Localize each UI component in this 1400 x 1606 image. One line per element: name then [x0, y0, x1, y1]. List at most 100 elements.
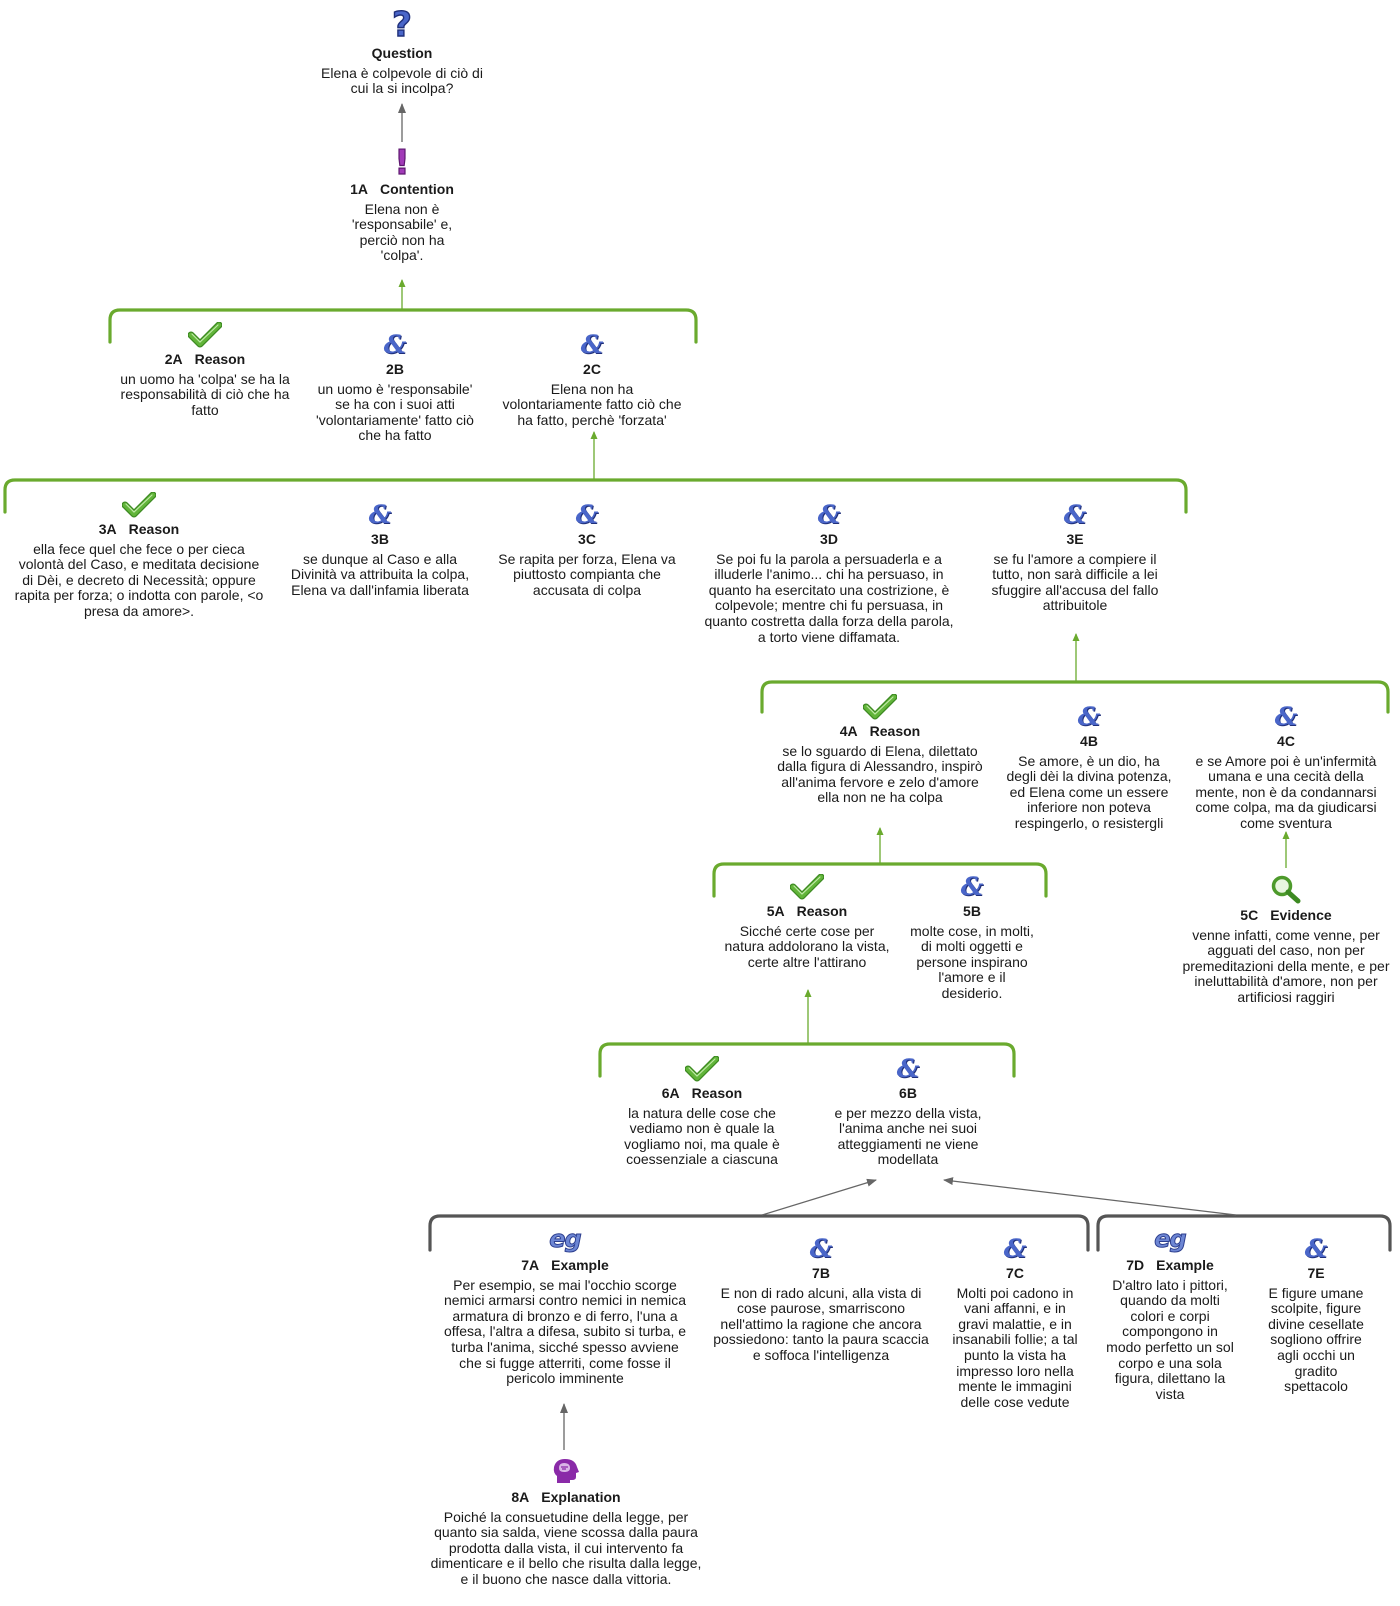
eg-icon: eg: [549, 1225, 582, 1253]
node-text: Se rapita per forza, Elena va piuttosto …: [498, 550, 676, 598]
arrow-bracket7-to-6B: [943, 1177, 1237, 1216]
ampersand-icon: &: [1003, 1234, 1027, 1263]
node-heading: 1A Contention: [342, 181, 462, 198]
node-text: Per esempio, se mai l'occhio scorge nemi…: [443, 1276, 687, 1387]
node-id: 7E: [1307, 1265, 1325, 1281]
bracket-4: [712, 862, 1048, 898]
node-id: 3C: [578, 531, 596, 547]
ampersand-icon: &: [896, 1054, 920, 1083]
node-text: Elena è colpevole di ciò di cui la si in…: [321, 64, 483, 97]
node-text: se fu l'amore a compiere il tutto, non s…: [991, 550, 1159, 614]
bracket-7: [1096, 1214, 1392, 1252]
node-id: 5C: [1240, 907, 1259, 923]
node-heading-text: Question: [371, 45, 433, 61]
node-id: 6A: [661, 1085, 680, 1101]
node-id: 3D: [820, 531, 838, 547]
ampersand-icon: &: [960, 872, 984, 901]
question-icon: ?: [388, 4, 416, 45]
node-id: 2A: [164, 351, 183, 367]
bracket-2: [3, 478, 1188, 514]
bracket-5: [598, 1042, 1016, 1078]
node-id: 5A: [766, 903, 785, 919]
exclamation-icon: !: [392, 142, 412, 183]
node-id: 4B: [1080, 733, 1098, 749]
head-icon: [551, 1456, 581, 1486]
node-kind: Reason: [128, 521, 180, 537]
node-7b: & 7B E non di rado alcuni, alla vista di c…: [708, 1236, 934, 1364]
node-heading: 3B: [287, 531, 473, 548]
node-text: Elena non è 'responsabile' e, perciò non…: [351, 200, 453, 264]
node-text: E non di rado alcuni, alla vista di cose…: [713, 1284, 929, 1363]
checkmark-icon: [789, 873, 825, 900]
node-id: 4A: [839, 723, 858, 739]
node-heading: Question: [317, 45, 487, 62]
checkmark-icon: [121, 491, 157, 518]
node-text: se lo sguardo di Elena, dilettato dalla …: [777, 742, 983, 806]
node-id: 3A: [98, 521, 117, 537]
node-id: 2C: [583, 361, 601, 377]
node-7c: & 7C Molti poi cadono in vani affanni, e i…: [948, 1236, 1082, 1410]
node-kind: Contention: [380, 181, 454, 197]
node-heading: 3A Reason: [13, 521, 265, 538]
node-6b: & 6B e per mezzo della vista, l'anima anch…: [827, 1056, 989, 1168]
svg-text:?: ?: [392, 8, 412, 42]
node-heading: 3E: [985, 531, 1165, 548]
eg-icon: eg: [1154, 1225, 1187, 1253]
bracket-6: [428, 1214, 1090, 1252]
node-id: 1A: [350, 181, 369, 197]
ampersand-icon: &: [1274, 702, 1298, 731]
node-text: Molti poi cadono in vani affanni, e in g…: [952, 1284, 1078, 1410]
node-text: Poiché la consuetudine della legge, per …: [430, 1508, 702, 1587]
node-id: 6B: [899, 1085, 917, 1101]
bracket-3: [760, 680, 1390, 714]
ampersand-icon: &: [1077, 702, 1101, 731]
node-id: 4C: [1277, 733, 1295, 749]
node-heading: 5A Reason: [722, 903, 892, 920]
node-text: la natura delle cose che vediamo non è q…: [624, 1104, 780, 1168]
node-text: e per mezzo della vista, l'anima anche n…: [834, 1104, 982, 1168]
ampersand-icon: &: [580, 330, 604, 359]
node-text: E figure umane scolpite, figure divine c…: [1268, 1284, 1364, 1395]
ampersand-icon: &: [1063, 500, 1087, 529]
ampersand-icon: &: [809, 1234, 833, 1263]
magnifier-icon: [1270, 874, 1302, 904]
node-text: venne infatti, come venne, per agguati d…: [1182, 926, 1390, 1005]
bracket-1: [108, 308, 698, 344]
node-kind: Example: [1156, 1257, 1214, 1273]
node-heading: 7E: [1261, 1265, 1371, 1282]
node-kind: Reason: [796, 903, 848, 919]
node-id: 5B: [963, 903, 981, 919]
node-id: 2B: [386, 361, 404, 377]
node-heading: 5B: [907, 903, 1037, 920]
node-heading: 7B: [708, 1265, 934, 1282]
svg-text:!: !: [394, 146, 410, 178]
node-id: 3E: [1066, 531, 1084, 547]
checkmark-icon: [862, 693, 898, 720]
node-text: molte cose, in molti, di molti oggetti e…: [910, 922, 1034, 1001]
node-heading: 6A Reason: [620, 1085, 784, 1102]
node-kind: Reason: [691, 1085, 743, 1101]
node-id: 7C: [1006, 1265, 1024, 1281]
ampersand-icon: &: [383, 330, 407, 359]
node-text: D'altro lato i pittori, quando da molti …: [1106, 1276, 1234, 1402]
node-7e: & 7E E figure umane scolpite, figure divin…: [1261, 1236, 1371, 1395]
ampersand-icon: &: [1304, 1234, 1328, 1263]
